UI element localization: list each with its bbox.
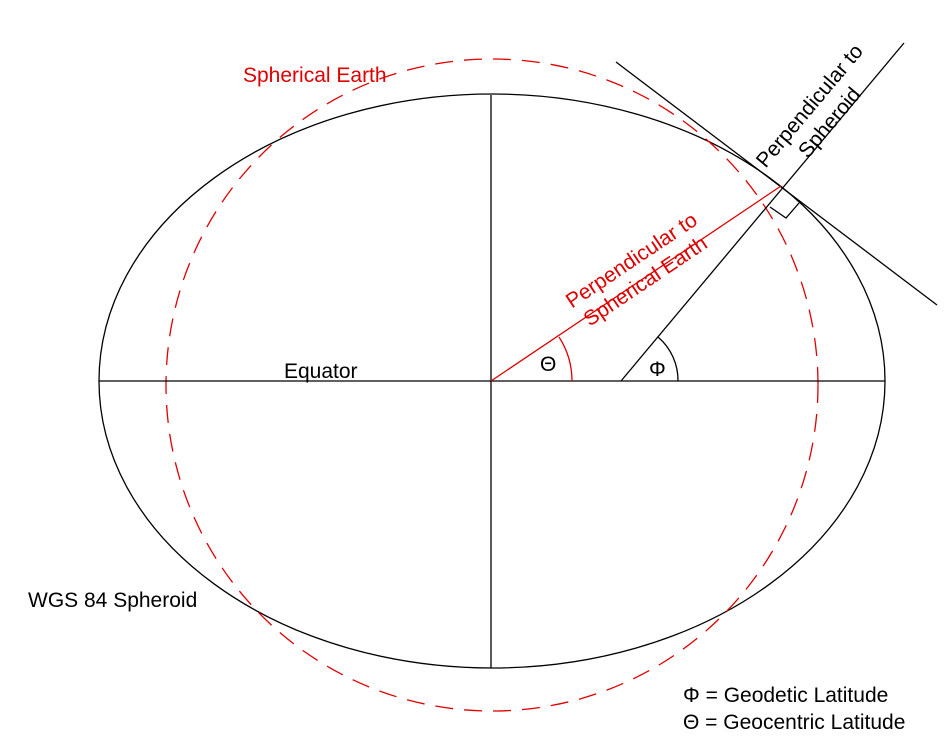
phi-symbol: Φ — [649, 358, 666, 381]
theta-arc — [558, 336, 573, 382]
spherical-earth-label: Spherical Earth — [243, 64, 387, 87]
spheroid-tangent-line — [615, 61, 938, 306]
spherical-earth-circle — [165, 58, 819, 712]
legend-geocentric: Θ = Geocentric Latitude — [683, 711, 905, 734]
wgs84-spheroid-label: WGS 84 Spheroid — [28, 589, 197, 612]
sphere-normal-label: Perpendicular to Spherical Earth — [562, 208, 712, 331]
theta-symbol: Θ — [540, 353, 556, 376]
spheroid-normal-label: Perpendicular to Spheroid — [752, 40, 868, 172]
right-angle-marker — [769, 202, 800, 219]
phi-arc — [657, 336, 679, 382]
equator-label: Equator — [284, 360, 358, 383]
legend-geodetic: Φ = Geodetic Latitude — [683, 684, 888, 707]
sphere-normal-line — [490, 185, 782, 382]
spheroid-normal-line — [620, 42, 905, 382]
